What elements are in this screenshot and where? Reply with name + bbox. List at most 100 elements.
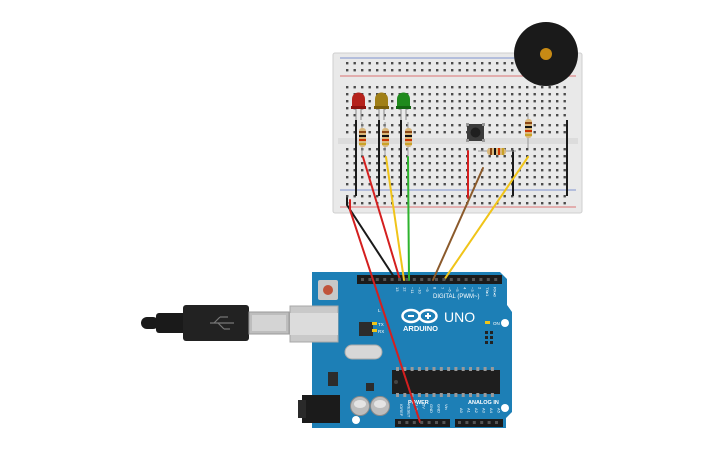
breadboard-hole[interactable] [451,169,454,172]
breadboard-hole[interactable] [488,183,491,186]
breadboard-hole[interactable] [436,86,439,89]
breadboard-hole[interactable] [346,176,349,179]
pushbutton[interactable] [466,123,485,142]
breadboard-hole[interactable] [503,69,506,72]
breadboard-hole[interactable] [458,148,461,151]
breadboard-hole[interactable] [361,195,364,198]
breadboard-hole[interactable] [451,114,454,117]
breadboard-hole[interactable] [451,62,454,65]
breadboard-hole[interactable] [413,202,416,205]
breadboard-hole[interactable] [488,86,491,89]
breadboard-hole[interactable] [466,62,469,65]
breadboard-hole[interactable] [413,114,416,117]
breadboard-hole[interactable] [503,100,506,103]
breadboard-hole[interactable] [391,62,394,65]
breadboard-hole[interactable] [481,148,484,151]
breadboard-hole[interactable] [541,124,544,127]
breadboard-hole[interactable] [376,86,379,89]
breadboard-hole[interactable] [451,69,454,72]
header-pin[interactable] [375,278,379,281]
breadboard-hole[interactable] [473,69,476,72]
header-pin[interactable] [449,278,453,281]
breadboard-hole[interactable] [563,100,566,103]
breadboard-hole[interactable] [406,202,409,205]
breadboard-hole[interactable] [473,195,476,198]
header-pin[interactable] [368,278,372,281]
breadboard-hole[interactable] [563,148,566,151]
breadboard-hole[interactable] [488,93,491,96]
breadboard-hole[interactable] [533,169,536,172]
breadboard-hole[interactable] [541,176,544,179]
header-pin[interactable] [480,421,484,424]
breadboard-hole[interactable] [533,100,536,103]
breadboard-hole[interactable] [398,69,401,72]
breadboard-hole[interactable] [383,176,386,179]
breadboard-hole[interactable] [451,155,454,158]
breadboard-hole[interactable] [391,100,394,103]
breadboard-hole[interactable] [511,131,514,134]
breadboard-hole[interactable] [368,62,371,65]
breadboard-hole[interactable] [518,155,521,158]
breadboard-hole[interactable] [353,176,356,179]
breadboard-hole[interactable] [481,195,484,198]
breadboard-hole[interactable] [548,114,551,117]
breadboard-hole[interactable] [466,148,469,151]
breadboard-hole[interactable] [473,107,476,110]
breadboard-hole[interactable] [406,124,409,127]
breadboard-hole[interactable] [548,183,551,186]
breadboard-hole[interactable] [511,93,514,96]
breadboard-hole[interactable] [451,107,454,110]
breadboard-hole[interactable] [556,148,559,151]
breadboard-hole[interactable] [413,86,416,89]
breadboard-hole[interactable] [346,100,349,103]
breadboard-hole[interactable] [518,114,521,117]
breadboard-hole[interactable] [368,195,371,198]
breadboard-hole[interactable] [436,195,439,198]
breadboard-hole[interactable] [413,62,416,65]
breadboard-hole[interactable] [391,114,394,117]
breadboard-hole[interactable] [496,100,499,103]
breadboard-hole[interactable] [496,114,499,117]
breadboard-hole[interactable] [518,195,521,198]
breadboard-hole[interactable] [346,69,349,72]
breadboard-hole[interactable] [436,183,439,186]
header-pin[interactable] [486,278,490,281]
breadboard-hole[interactable] [541,183,544,186]
breadboard-hole[interactable] [488,202,491,205]
breadboard-hole[interactable] [503,114,506,117]
breadboard-hole[interactable] [368,162,371,165]
breadboard-hole[interactable] [346,114,349,117]
breadboard-hole[interactable] [458,124,461,127]
breadboard-hole[interactable] [398,131,401,134]
breadboard-hole[interactable] [398,169,401,172]
breadboard-hole[interactable] [428,69,431,72]
breadboard-hole[interactable] [451,202,454,205]
breadboard-hole[interactable] [368,100,371,103]
breadboard-hole[interactable] [406,148,409,151]
breadboard-hole[interactable] [436,155,439,158]
breadboard-hole[interactable] [548,176,551,179]
breadboard-hole[interactable] [458,162,461,165]
breadboard-hole[interactable] [533,114,536,117]
breadboard-hole[interactable] [488,124,491,127]
breadboard-hole[interactable] [436,176,439,179]
breadboard-hole[interactable] [533,202,536,205]
breadboard-hole[interactable] [526,86,529,89]
usb-cable[interactable] [141,305,290,341]
breadboard-hole[interactable] [391,69,394,72]
breadboard-hole[interactable] [436,162,439,165]
breadboard-hole[interactable] [518,107,521,110]
breadboard-hole[interactable] [511,114,514,117]
breadboard-hole[interactable] [473,176,476,179]
breadboard-hole[interactable] [481,176,484,179]
breadboard-hole[interactable] [346,148,349,151]
breadboard-hole[interactable] [376,148,379,151]
breadboard-hole[interactable] [533,162,536,165]
breadboard-hole[interactable] [556,195,559,198]
breadboard-hole[interactable] [413,93,416,96]
breadboard-hole[interactable] [458,86,461,89]
breadboard-hole[interactable] [496,195,499,198]
breadboard-hole[interactable] [346,107,349,110]
breadboard-hole[interactable] [353,114,356,117]
breadboard-hole[interactable] [428,62,431,65]
